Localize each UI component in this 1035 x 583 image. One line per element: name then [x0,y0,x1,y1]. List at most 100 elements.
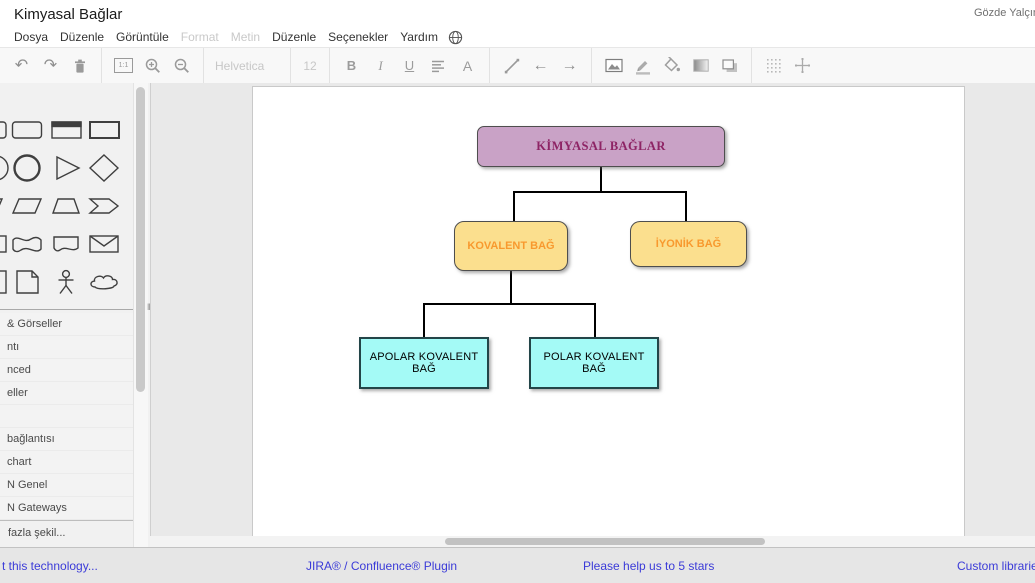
sidebar-section-empty [0,405,133,428]
edge-to-apolar[interactable] [423,303,425,337]
wave[interactable] [13,237,41,251]
shadow-icon[interactable] [715,52,744,79]
edge-to-polar[interactable] [594,303,596,337]
toolbar-group-text-style: B I U A [330,48,490,83]
zoom-in-icon[interactable] [138,52,167,79]
node-iyonik-bag[interactable]: İYONİK BAĞ [630,221,747,267]
sidebar-section-n-gateways[interactable]: N Gateways [0,497,133,520]
sidebar-section-gorseller[interactable]: & Görseller [0,313,133,336]
menu-format: Format [175,28,225,46]
rectangle-partial[interactable] [0,236,6,252]
node-apolar-kovalent-bag[interactable]: APOLAR KOVALENT BAĞ [359,337,489,389]
trash-icon[interactable] [65,52,94,79]
menu-duzenle[interactable]: Düzenle [54,28,110,46]
document[interactable] [54,237,78,251]
edge-kovalent-crossbar[interactable] [423,303,596,305]
status-link-technology[interactable]: t this technology... [2,559,98,573]
underline-icon[interactable]: U [395,52,424,79]
diamond[interactable] [90,155,118,181]
align-icon[interactable] [424,52,453,79]
node-polar-kovalent-bag[interactable]: POLAR KOVALENT BAĞ [529,337,659,389]
crosshair-icon[interactable] [788,52,817,79]
bold-icon[interactable]: B [337,52,366,79]
shape-row-5 [0,263,133,301]
italic-icon[interactable]: I [366,52,395,79]
line-icon[interactable] [497,52,526,79]
font-color-icon[interactable]: A [453,52,482,79]
redo-icon[interactable]: ↷ [36,52,65,79]
rectangle-bold-top[interactable] [52,122,81,138]
circle-partial[interactable] [0,156,8,180]
menu-dosya[interactable]: Dosya [8,28,54,46]
sidebar-section-nced[interactable]: nced [0,359,133,382]
rounded-rectangle[interactable] [13,122,42,138]
sidebar-section-nti[interactable]: ntı [0,336,133,359]
toolbar-group-history: ↶ ↷ [0,48,102,83]
canvas-area[interactable]: KİMYASAL BAĞLAR KOVALENT BAĞ İYONİK BAĞ … [150,83,1035,536]
arrow-left-icon[interactable]: ← [526,52,555,79]
toolbar-group-grid [752,48,824,83]
line-color-icon[interactable] [628,52,657,79]
undo-icon[interactable]: ↶ [7,52,36,79]
rectangle[interactable] [90,122,119,138]
shape-row-3 [0,187,133,225]
chevron[interactable] [90,199,118,213]
image-icon[interactable] [599,52,628,79]
more-shapes-button[interactable]: fazla şekil... [0,520,133,544]
page-partial[interactable] [0,271,6,293]
zoom-out-icon[interactable] [167,52,196,79]
font-size-select: 12 [298,59,322,73]
status-link-jira-plugin[interactable]: JIRA® / Confluence® Plugin [306,559,457,573]
note-page[interactable] [17,271,38,293]
node-kovalent-bag[interactable]: KOVALENT BAĞ [454,221,568,271]
actor[interactable] [59,271,74,294]
status-bar: t this technology... JIRA® / Confluence®… [0,547,1035,583]
document-title: Kimyasal Bağlar [14,6,122,23]
cloud[interactable] [91,276,117,289]
edge-to-iyonik[interactable] [685,191,687,221]
status-link-custom-libraries[interactable]: Custom libraries... [957,559,1035,573]
app-header: Kimyasal Bağlar Gözde Yalçın Dosya Düzen… [0,0,1035,47]
menu-metin: Metin [225,28,266,46]
circle[interactable] [15,156,40,181]
node-kimyasal-baglar[interactable]: KİMYASAL BAĞLAR [477,126,725,167]
edge-kovalent-stem[interactable] [510,271,512,305]
triangle[interactable] [57,157,79,179]
sidebar-section-baglantisi[interactable]: bağlantısı [0,428,133,451]
canvas-hscrollbar-track[interactable] [150,536,1035,547]
sidebar-scrollbar-thumb[interactable] [136,87,145,392]
fill-color-icon[interactable] [657,52,686,79]
envelope[interactable] [90,236,118,252]
menu-yardim[interactable]: Yardım [394,28,444,46]
zoom-actual-icon[interactable]: 1:1 [109,52,138,79]
rounded-rectangle-partial[interactable] [0,122,6,138]
sidebar-scrollbar-track[interactable] [133,83,148,547]
menu-bar: Dosya Düzenle Görüntüle Format Metin Düz… [8,28,463,46]
menu-duzenle-2[interactable]: Düzenle [266,28,322,46]
font-family-select: Helvetica [211,59,283,73]
sidebar-section-eller[interactable]: eller [0,382,133,405]
globe-icon[interactable] [448,30,463,45]
parallelogram[interactable] [13,199,41,213]
toolbar-group-fill [592,48,752,83]
toolbar-group-connect: ← → [490,48,592,83]
menu-secenekler[interactable]: Seçenekler [322,28,394,46]
edge-to-kovalent[interactable] [513,191,515,221]
shape-row-2 [0,149,133,187]
sidebar-section-n-genel[interactable]: N Genel [0,474,133,497]
edge-root-stem[interactable] [600,167,602,193]
parallelogram-partial[interactable] [0,199,2,213]
status-link-5-stars[interactable]: Please help us to 5 stars [583,559,714,573]
trapezoid[interactable] [53,199,79,213]
arrow-right-icon[interactable]: → [555,52,584,79]
sidebar-section-chart[interactable]: chart [0,451,133,474]
edge-root-crossbar[interactable] [513,191,687,193]
toolbar: ↶ ↷ 1:1 Helvetica 12 B I U A ← → [0,47,1035,84]
grid-icon[interactable] [759,52,788,79]
gradient-icon[interactable] [686,52,715,79]
toolbar-group-zoom: 1:1 [102,48,204,83]
shape-row-1 [0,111,133,149]
canvas-hscrollbar-thumb[interactable] [445,538,765,545]
menu-goruntule[interactable]: Görüntüle [110,28,175,46]
palette-divider [0,309,133,310]
